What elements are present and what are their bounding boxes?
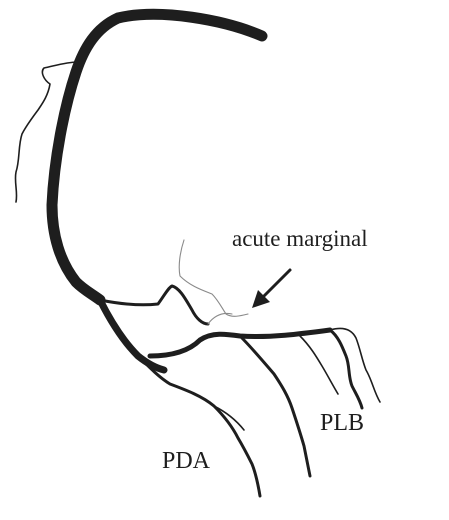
acute-marginal-arrow-shaft — [262, 270, 290, 298]
pda-branch — [138, 356, 260, 496]
rca-main-trunk — [52, 14, 262, 300]
rca-distal-segment — [150, 330, 330, 356]
rv-branch-loop — [100, 286, 208, 324]
plb-branch-4 — [240, 336, 310, 476]
plb-label: PLB — [320, 410, 364, 437]
plb-branch-3 — [300, 336, 338, 394]
pda-label: PDA — [162, 448, 210, 475]
acute-marginal-label: acute marginal — [232, 226, 368, 252]
rca-lower-segment — [100, 300, 164, 370]
